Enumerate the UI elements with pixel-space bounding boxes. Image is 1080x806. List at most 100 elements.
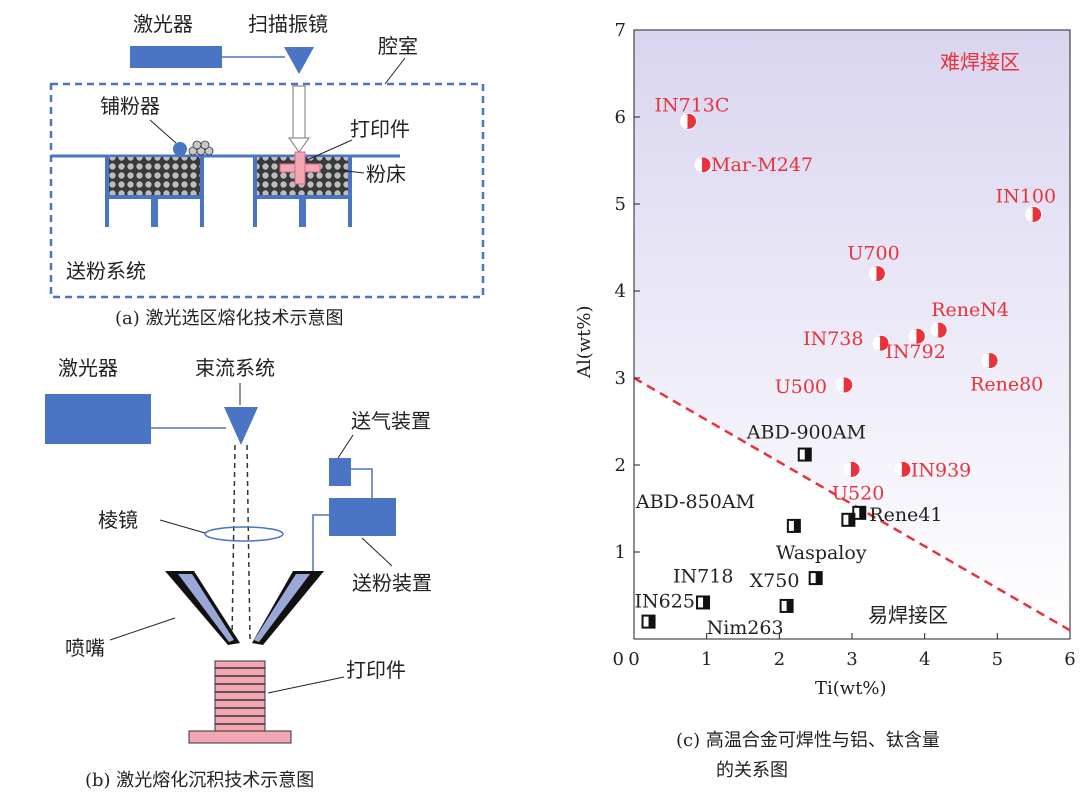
point-label: Waspaloy: [776, 542, 867, 564]
prism-leader: [159, 519, 206, 534]
origin-label: 0: [613, 649, 624, 670]
marker-hard: [843, 460, 861, 478]
point-label: Nim263: [707, 617, 784, 639]
point-label: IN792: [885, 341, 945, 363]
hard-weld-region: [634, 30, 1070, 631]
powder-bed-left: [107, 157, 202, 195]
marker-hard: [868, 265, 886, 283]
marker-easy: [808, 571, 823, 586]
marker-easy: [696, 595, 711, 610]
marker-easy: [779, 598, 794, 613]
laser-beam-tip-a: [288, 137, 310, 153]
galvo-mirror: [284, 47, 314, 74]
x-tick-label: 5: [992, 649, 1003, 670]
panel-b: 激光器 束流系统 棱镜 送气装置 送粉装置 喷嘴: [45, 356, 432, 791]
nozzle-leader: [109, 617, 176, 641]
marker-easy: [797, 447, 812, 462]
marker-hard: [680, 112, 697, 130]
point-label: ABD-850AM: [635, 491, 755, 513]
gas-device: [329, 458, 351, 486]
label-gas: 送气装置: [351, 409, 431, 433]
point-label: X750: [750, 570, 800, 592]
x-tick-label: 0: [628, 649, 639, 670]
panel-a: 激光器 扫描振镜 腔室 铺粉器 打印件: [49, 12, 485, 329]
caption-a: (a) 激光选区熔化技术示意图: [115, 308, 344, 329]
piston-right: [253, 195, 352, 199]
chamber-leader: [384, 57, 406, 85]
point-label: IN718: [673, 565, 733, 587]
region-easy-label: 易焊接区: [868, 603, 948, 627]
marker-hard: [872, 334, 890, 352]
marker-hard: [1025, 205, 1043, 223]
label-laser-b: 激光器: [58, 356, 118, 380]
label-part-a: 打印件: [350, 117, 410, 141]
marker-hard: [930, 321, 948, 339]
marker-easy: [852, 505, 867, 520]
beam-system: [224, 407, 258, 445]
x-tick-label: 2: [774, 649, 785, 670]
part-leader-b: [267, 676, 345, 694]
part-leader-a: [306, 139, 353, 161]
y-tick-label: 5: [615, 194, 626, 215]
recoater-roller: [173, 142, 187, 156]
x-tick-label: 1: [701, 649, 712, 670]
point-label: IN738: [803, 328, 863, 350]
marker-hard: [894, 460, 912, 478]
beam-dash-1: [231, 444, 236, 641]
marker-easy: [841, 512, 856, 527]
y-tick-label: 1: [615, 542, 626, 563]
powder-device: [329, 498, 396, 536]
y-tick-label: 6: [615, 107, 626, 128]
prism-lens: [204, 526, 284, 542]
label-bed: 粉床: [366, 162, 406, 186]
point-label: Rene41: [869, 504, 942, 526]
laser-beam-a: [292, 85, 306, 141]
point-label: ABD-900AM: [746, 422, 866, 444]
recoater-leader: [149, 119, 177, 144]
x-tick-label: 6: [1064, 649, 1075, 670]
x-axis-ticks: 0 1 2 3 4 5 6: [628, 633, 1076, 670]
panel-c: 0 1 2 3 4 5 6 0 1 2 3 4 5 6 7 IN713C Mar-M247IN100U700…: [574, 20, 1076, 781]
y-tick-label: 4: [615, 281, 626, 302]
piston-left: [105, 195, 204, 199]
x-tick-label: 4: [919, 649, 930, 670]
printed-part-b: [188, 660, 292, 744]
point-label: IN939: [911, 459, 971, 481]
label-recoater: 铺粉器: [100, 94, 160, 118]
alloy-points: IN713C Mar-M247IN100U700ReneN4IN738IN792R…: [635, 94, 1057, 639]
bed-leader: [337, 169, 365, 174]
x-tick-label: 3: [846, 649, 857, 670]
chamber-boundary: [49, 82, 485, 299]
gas-leader: [337, 434, 354, 459]
marker-easy: [786, 518, 801, 533]
beam-dash-2: [246, 444, 251, 641]
caption-c-line2: 的关系图: [716, 760, 788, 781]
point-label: U520: [832, 482, 884, 504]
powder-leader: [361, 537, 393, 567]
marker-hard: [981, 352, 999, 370]
point-label: U700: [847, 243, 899, 265]
label-powder-device: 送粉装置: [352, 571, 432, 595]
marker-hard: [908, 327, 926, 345]
marker-hard: [694, 156, 712, 174]
point-label: Rene80: [970, 374, 1043, 396]
point-label: IN100: [996, 185, 1056, 207]
y-tick-label: 7: [615, 20, 626, 41]
label-part-b: 打印件: [346, 658, 406, 682]
laser-box-b: [45, 394, 151, 444]
caption-c-line1: (c) 高温合金可焊性与铝、钛含量: [676, 730, 940, 751]
y-axis-label: Al(wt%): [574, 305, 595, 379]
label-nozzle: 喷嘴: [65, 636, 105, 660]
weldability-boundary: [633, 376, 1071, 632]
label-feed-system: 送粉系统: [66, 259, 146, 283]
label-prism: 棱镜: [98, 508, 138, 532]
region-hard-label: 难焊接区: [940, 50, 1020, 74]
marker-easy: [641, 614, 656, 629]
laser-box-a: [130, 46, 222, 68]
point-label: IN713C: [655, 94, 730, 116]
caption-b: (b) 激光熔化沉积技术示意图: [85, 770, 314, 791]
point-label: ReneN4: [931, 299, 1009, 321]
point-label: Mar-M247: [711, 154, 813, 176]
